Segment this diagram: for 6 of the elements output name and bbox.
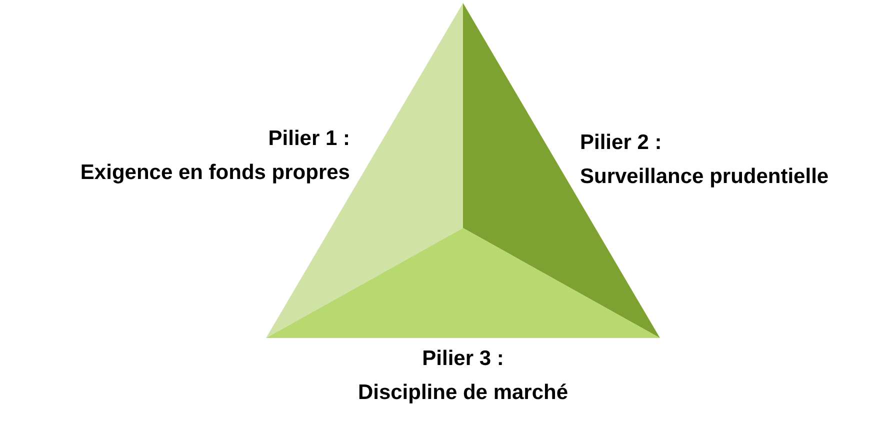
pillar-heading: Pilier 1 : [267, 126, 350, 152]
pillar-label: Discipline de marché [356, 380, 570, 406]
pillar-heading: Pilier 3 : [421, 346, 505, 372]
pillar-label: Surveillance prudentielle [580, 164, 830, 190]
pillar-label: Exigence en fonds propres [79, 160, 350, 186]
pillar-heading: Pilier 2 : [580, 130, 663, 156]
